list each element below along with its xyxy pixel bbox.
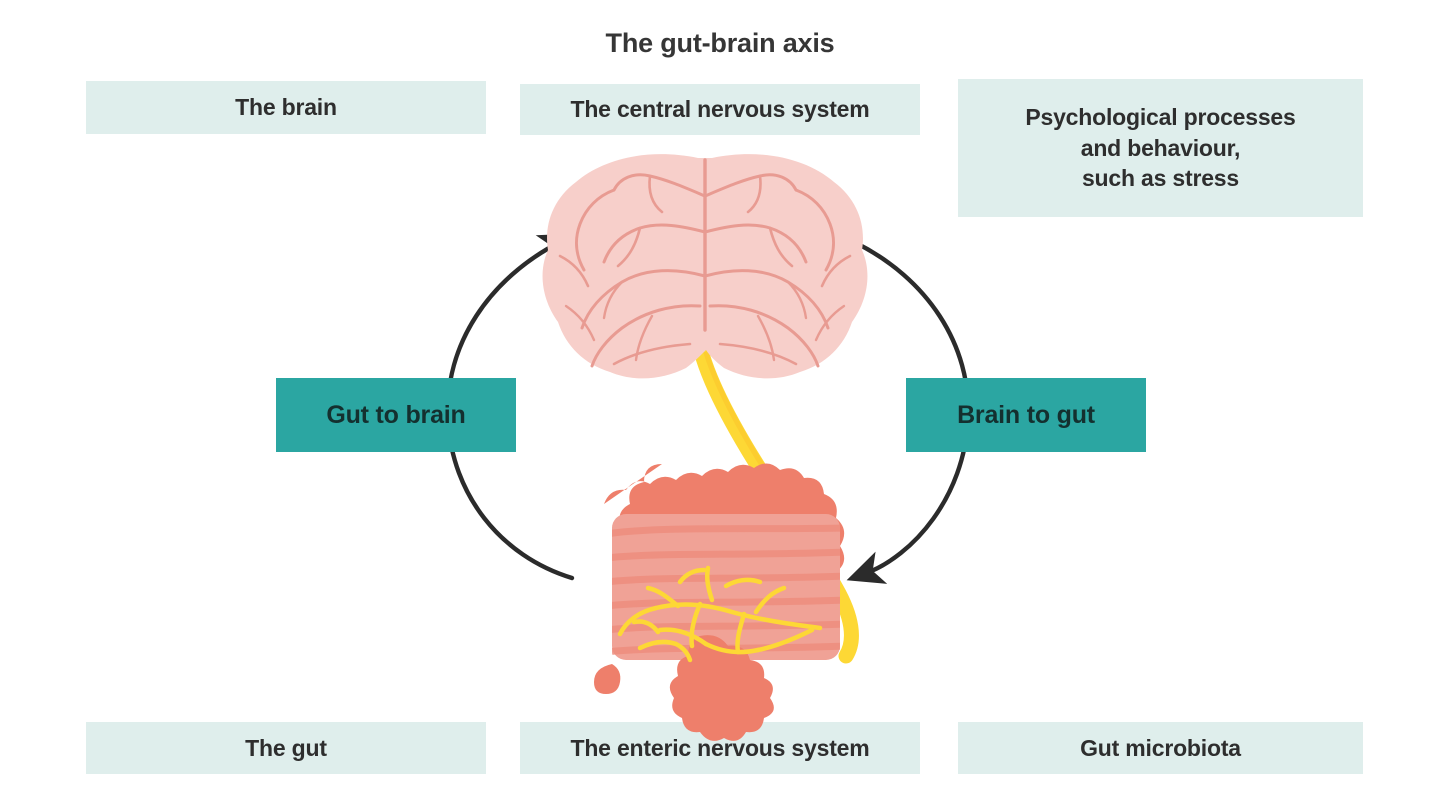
label-gut-microbiota: Gut microbiota <box>958 722 1363 774</box>
vagus-nerve <box>689 322 859 664</box>
label-enteric-nervous-system-text: The enteric nervous system <box>570 734 870 761</box>
psych-line-2: and behaviour, <box>1080 134 1241 161</box>
enteric-nerve-network <box>617 565 823 663</box>
label-psychological-processes: Psychological processes and behaviour, s… <box>958 79 1363 217</box>
psych-line-3: such as stress <box>1081 165 1239 192</box>
label-the-brain: The brain <box>86 81 486 134</box>
label-the-brain-text: The brain <box>235 94 337 121</box>
label-enteric-nervous-system: The enteric nervous system <box>520 722 920 774</box>
label-gut-to-brain-text: Gut to brain <box>326 400 466 429</box>
label-brain-to-gut-text: Brain to gut <box>957 400 1095 429</box>
label-central-nervous-system: The central nervous system <box>520 84 920 135</box>
label-psychological-processes-text: Psychological processes and behaviour, s… <box>1025 102 1295 193</box>
label-gut-to-brain: Gut to brain <box>276 378 516 452</box>
gut-illustration <box>594 463 845 741</box>
psych-line-1: Psychological processes <box>1025 104 1296 131</box>
label-brain-to-gut: Brain to gut <box>906 378 1146 452</box>
label-the-gut-text: The gut <box>245 734 327 761</box>
label-central-nervous-system-text: The central nervous system <box>570 96 870 123</box>
page-title: The gut-brain axis <box>605 28 835 58</box>
brain-illustration <box>542 154 868 379</box>
label-gut-microbiota-text: Gut microbiota <box>1080 734 1241 761</box>
label-the-gut: The gut <box>86 722 486 774</box>
